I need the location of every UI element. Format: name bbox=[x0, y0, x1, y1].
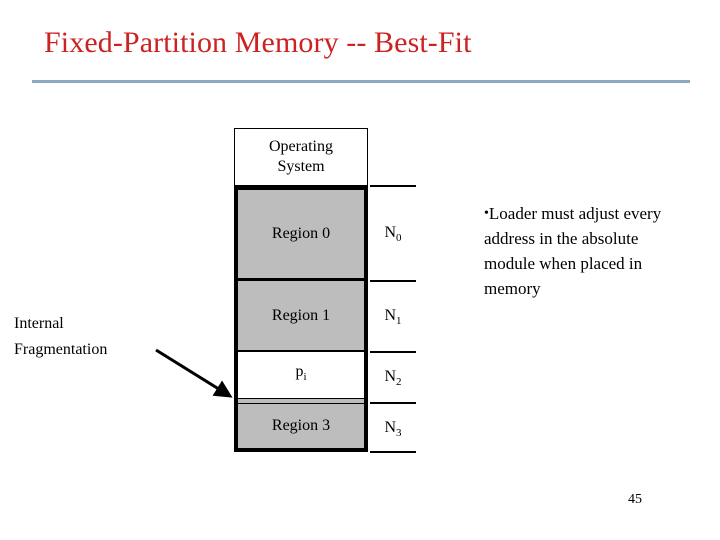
bullet-dot-icon: • bbox=[484, 206, 489, 221]
memory-block-region-3: Region 3 bbox=[234, 404, 368, 452]
memory-block-region-0: Region 0 bbox=[234, 186, 368, 281]
memory-block-operating-system: Operating System bbox=[234, 128, 368, 186]
memory-block-region-1: Region 1 bbox=[234, 281, 368, 352]
size-label-n1-base: N bbox=[384, 307, 397, 324]
loader-note-bullet: •Loader must adjust every address in the… bbox=[484, 201, 688, 301]
size-tick-top-region-0 bbox=[370, 185, 416, 187]
internal-fragmentation-line1: Internal bbox=[14, 315, 64, 332]
size-tick-region-0-region-1 bbox=[370, 280, 416, 282]
process-pi-base: p bbox=[295, 363, 304, 381]
region-3-label: Region 3 bbox=[271, 417, 331, 434]
internal-fragmentation-line2: Fragmentation bbox=[14, 341, 108, 358]
size-tick-bottom-region-3 bbox=[370, 451, 416, 453]
page-title: Fixed-Partition Memory -- Best-Fit bbox=[44, 26, 472, 59]
size-label-n0: N0 bbox=[370, 224, 416, 247]
process-pi-subscript: i bbox=[303, 371, 307, 384]
process-pi-label: pi bbox=[295, 362, 306, 387]
size-label-n3: N3 bbox=[370, 419, 416, 442]
region-size-annotations: N0 N1 N2 N3 bbox=[370, 128, 416, 454]
internal-fragmentation-callout: Internal Fragmentation bbox=[14, 311, 184, 363]
loader-note-text: Loader must adjust every address in the … bbox=[484, 204, 662, 298]
slide-page-number: 45 bbox=[628, 492, 642, 507]
size-label-n1-sub: 1 bbox=[396, 315, 402, 328]
title-divider-rule bbox=[32, 80, 690, 83]
size-label-n2-sub: 2 bbox=[396, 376, 402, 389]
size-label-n2: N2 bbox=[370, 368, 416, 391]
size-label-n3-base: N bbox=[384, 419, 397, 436]
size-tick-region-1-region-2 bbox=[370, 351, 416, 353]
size-label-n1: N1 bbox=[370, 307, 416, 330]
callout-arrow-icon bbox=[155, 348, 233, 398]
size-label-n0-sub: 0 bbox=[396, 232, 402, 245]
memory-block-process-pi: pi bbox=[234, 352, 368, 398]
size-label-n3-sub: 3 bbox=[396, 427, 402, 440]
size-label-n2-base: N bbox=[384, 368, 397, 385]
memory-block-internal-fragment-strip bbox=[234, 398, 368, 404]
size-tick-region-2-region-3 bbox=[370, 402, 416, 404]
region-1-label: Region 1 bbox=[271, 306, 331, 324]
operating-system-label-line1: Operating bbox=[269, 138, 333, 155]
operating-system-label-line2: System bbox=[277, 158, 325, 175]
region-0-label: Region 0 bbox=[271, 225, 331, 242]
memory-layout-diagram: Operating System Region 0 Region 1 pi Re… bbox=[234, 128, 368, 454]
size-label-n0-base: N bbox=[384, 224, 397, 241]
